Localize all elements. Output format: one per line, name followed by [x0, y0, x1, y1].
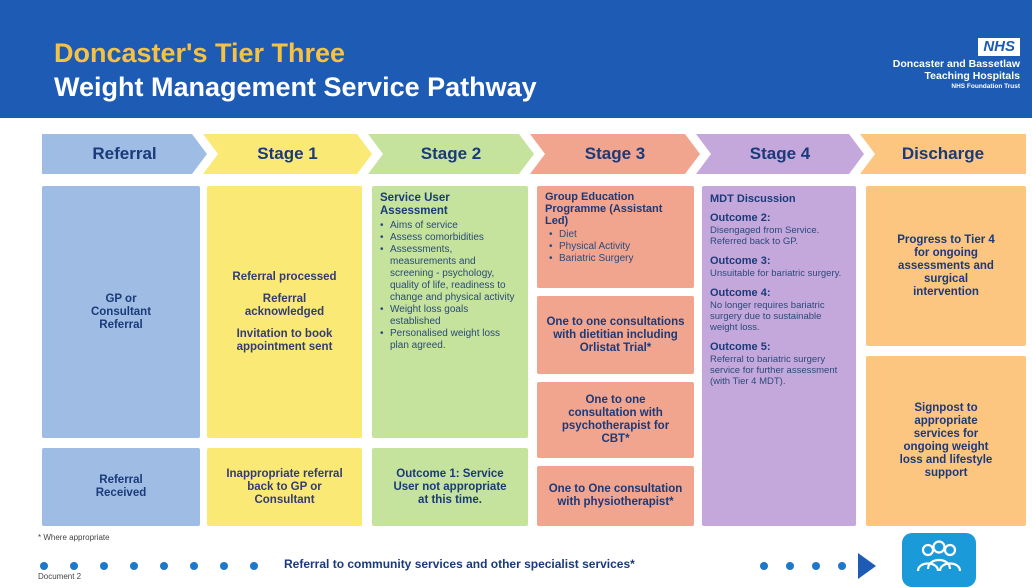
stage-header-stage-1: Stage 1 [203, 134, 372, 174]
stage4-outcome-text: Referral to bariatric surgery service fo… [710, 354, 838, 387]
footnote: * Where appropriate [38, 533, 110, 542]
stage2-bullet: Assess comorbidities [380, 232, 520, 244]
trust-name: Doncaster and Bassetlaw Teaching Hospita… [893, 58, 1020, 91]
trust-name-line-2: Teaching Hospitals [924, 70, 1021, 82]
stage1-item: Invitation to book appointment sent [236, 327, 333, 353]
stage-header-stage-2: Stage 2 [368, 134, 534, 174]
stage3-physiotherapist-box: One to One consultation with physiothera… [537, 466, 694, 526]
document-label: Document 2 [38, 572, 82, 581]
stage4-heading: MDT Discussion [710, 193, 796, 205]
stage3-bullet: Physical Activity [545, 241, 686, 253]
stage2-outcome1-box: Outcome 1: Service User not appropriate … [372, 448, 528, 526]
stage4-outcome-text: Unsuitable for bariatric surgery. [710, 268, 842, 279]
community-referral-text: Referral to community services and other… [284, 557, 635, 571]
dot-marker [250, 562, 258, 570]
stage2-bullet: Personalised weight loss plan agreed. [380, 328, 520, 352]
stage3-psychotherapist-text: One to one consultation with psychothera… [561, 394, 670, 445]
dot-marker [190, 562, 198, 570]
stage3-group-bullets: Diet Physical Activity Bariatric Surgery [545, 229, 686, 265]
stage3-bullet: Diet [545, 229, 686, 241]
dot-marker [130, 562, 138, 570]
stage1-main-box: Referral processed Referral acknowledged… [207, 186, 362, 438]
discharge-tier4-box: Progress to Tier 4 for ongoing assessmen… [866, 186, 1026, 346]
stage4-outcome-title: Outcome 3: [710, 255, 771, 267]
dot-marker [100, 562, 108, 570]
stage-header-label: Discharge [901, 144, 985, 163]
stage4-outcome-title: Outcome 2: [710, 212, 771, 224]
stage4-outcome-text: Disengaged from Service. Referred back t… [710, 225, 820, 247]
stage3-dietitian-text: One to one consultations with dietitian … [546, 315, 685, 354]
stage1-inappropriate-box: Inappropriate referral back to GP or Con… [207, 448, 362, 526]
stage1-item: Referral processed [232, 270, 337, 283]
stage4-outcome: Outcome 3: Unsuitable for bariatric surg… [710, 255, 848, 279]
stage-header-label: Stage 3 [584, 144, 646, 163]
referral-received-box: Referral Received [42, 448, 200, 526]
stage-header-label: Stage 1 [257, 144, 318, 163]
title-line-1: Doncaster's Tier Three [54, 38, 346, 68]
nhs-logo: NHS [978, 38, 1020, 56]
stage3-dietitian-box: One to one consultations with dietitian … [537, 296, 694, 374]
dot-marker [220, 562, 228, 570]
stage1-items: Referral processed Referral acknowledged… [230, 271, 340, 354]
stage1-inappropriate-text: Inappropriate referral back to GP or Con… [226, 467, 343, 506]
stage4-outcome: Outcome 5: Referral to bariatric surgery… [710, 341, 848, 387]
stage-header-label: Stage 2 [420, 144, 482, 163]
stage1-item: Referral acknowledged [244, 292, 325, 318]
dot-marker [760, 562, 768, 570]
arrow-head-icon [858, 553, 876, 579]
stage2-bullet: Assessments, measurements and screening … [380, 244, 520, 304]
stage-header-stage-3: Stage 3 [530, 134, 700, 174]
trust-name-line-1: Doncaster and Bassetlaw [892, 58, 1020, 70]
stage4-mdt-box: MDT Discussion Outcome 2: Disengaged fro… [702, 186, 856, 526]
stage3-bullet: Bariatric Surgery [545, 253, 686, 265]
discharge-signpost-text: Signpost to appropriate services for ong… [899, 402, 993, 479]
stage3-psychotherapist-box: One to one consultation with psychothera… [537, 382, 694, 458]
dot-marker [70, 562, 78, 570]
dot-marker [812, 562, 820, 570]
stage3-physiotherapist-text: One to One consultation with physiothera… [548, 483, 683, 508]
people-group-icon [902, 533, 976, 587]
referral-received-text: Referral Received [95, 474, 147, 499]
stage2-heading: Service User Assessment [380, 192, 450, 217]
stage-header-stage-4: Stage 4 [696, 134, 864, 174]
discharge-tier4-text: Progress to Tier 4 for ongoing assessmen… [897, 233, 995, 298]
dot-marker [160, 562, 168, 570]
discharge-signpost-box: Signpost to appropriate services for ong… [866, 356, 1026, 526]
referral-main-text: GP or Consultant Referral [90, 292, 152, 331]
stage2-bullet: Weight loss goals established [380, 304, 520, 328]
stage4-outcome-title: Outcome 5: [710, 341, 771, 353]
stage-header-discharge: Discharge [860, 134, 1026, 174]
referral-main-box: GP or Consultant Referral [42, 186, 200, 438]
stage-header-label: Stage 4 [749, 144, 811, 163]
stage-header-referral: Referral [42, 134, 207, 174]
stage2-bullet: Aims of service [380, 220, 520, 232]
stage4-outcome-title: Outcome 4: [710, 287, 771, 299]
dot-marker [838, 562, 846, 570]
dot-marker [40, 562, 48, 570]
stage4-outcome-text: No longer requires bariatric surgery due… [710, 300, 825, 333]
stage2-outcome1-text: Outcome 1: Service User not appropriate … [393, 467, 507, 506]
stage4-outcome: Outcome 2: Disengaged from Service. Refe… [710, 212, 848, 247]
stage3-group-heading: Group Education Programme (Assistant Led… [545, 191, 663, 227]
title-line-2: Weight Management Service Pathway [54, 72, 537, 102]
stage2-assessment-box: Service User Assessment Aims of service … [372, 186, 528, 438]
stage-header-label: Referral [92, 144, 157, 163]
header-banner: Doncaster's Tier Three Weight Management… [0, 0, 1032, 118]
dot-marker [786, 562, 794, 570]
stage4-outcome: Outcome 4: No longer requires bariatric … [710, 287, 848, 333]
trust-name-line-3: NHS Foundation Trust [951, 83, 1020, 90]
stage2-bullet-list: Aims of service Assess comorbidities Ass… [380, 220, 520, 352]
stage3-group-education-box: Group Education Programme (Assistant Led… [537, 186, 694, 288]
